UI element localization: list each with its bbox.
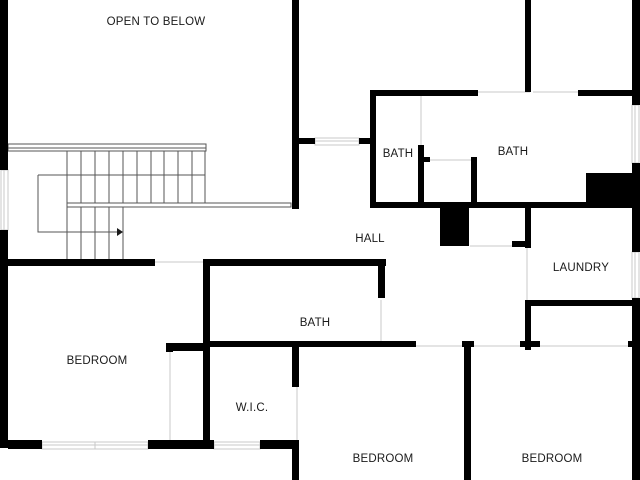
stair-direction-arrow-icon [117, 228, 123, 236]
room-label-open-to-below: OPEN TO BELOW [107, 16, 206, 28]
room-label-bath-small: BATH [383, 148, 414, 160]
room-label-bath-master: BATH [498, 146, 529, 158]
room-labels: OPEN TO BELOW BATH BATH HALL LAUNDRY BAT… [67, 16, 609, 465]
room-label-hall: HALL [355, 233, 385, 245]
staircase [7, 143, 292, 260]
room-label-bath-hall: BATH [300, 317, 331, 329]
openings [0, 91, 640, 450]
room-label-wic: W.I.C. [236, 402, 269, 414]
room-label-laundry: LAUNDRY [553, 262, 609, 274]
room-label-bedroom-center: BEDROOM [353, 453, 414, 465]
room-label-bedroom-left: BEDROOM [67, 355, 128, 367]
room-label-bedroom-right: BEDROOM [522, 453, 583, 465]
